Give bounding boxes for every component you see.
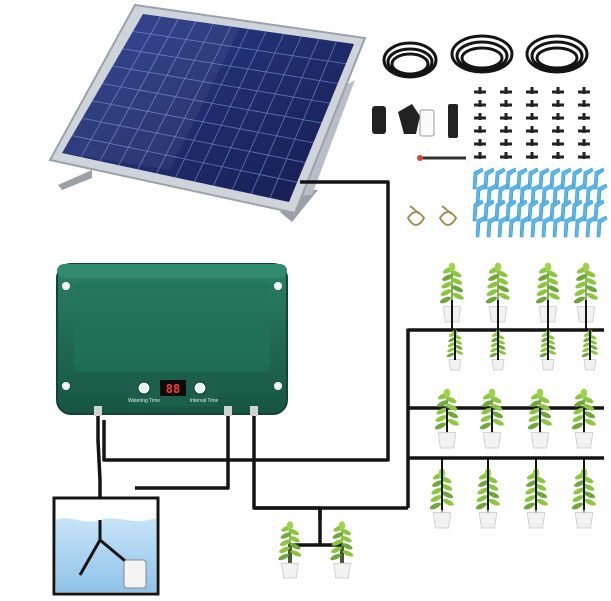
solar-panel bbox=[48, 3, 367, 222]
lcd-value: 88 bbox=[166, 382, 180, 396]
watering-time-button[interactable] bbox=[137, 381, 151, 395]
hose-accessories bbox=[372, 104, 466, 161]
interval-time-label: Interval Time bbox=[190, 398, 219, 404]
watering-time-label: Watering Time bbox=[128, 398, 160, 404]
tee-connectors bbox=[474, 87, 590, 159]
potted-plant bbox=[278, 521, 302, 579]
interval-time-button[interactable] bbox=[193, 381, 207, 395]
potted-plant bbox=[479, 388, 504, 449]
water-tank bbox=[52, 496, 160, 596]
pump-controller: 88 Watering Time Interval Time bbox=[56, 263, 288, 416]
hose-coils bbox=[382, 34, 589, 79]
potted-plant bbox=[489, 329, 507, 371]
potted-plant bbox=[523, 468, 548, 529]
potted-plants bbox=[278, 262, 599, 579]
potted-plant bbox=[571, 388, 596, 449]
drip-stakes bbox=[472, 167, 608, 238]
hose-clamps bbox=[406, 205, 458, 226]
submersible-pump bbox=[123, 559, 147, 589]
potted-plant bbox=[434, 388, 459, 449]
lcd-display bbox=[160, 380, 186, 396]
potted-plant bbox=[527, 388, 552, 449]
potted-plant bbox=[330, 521, 354, 579]
